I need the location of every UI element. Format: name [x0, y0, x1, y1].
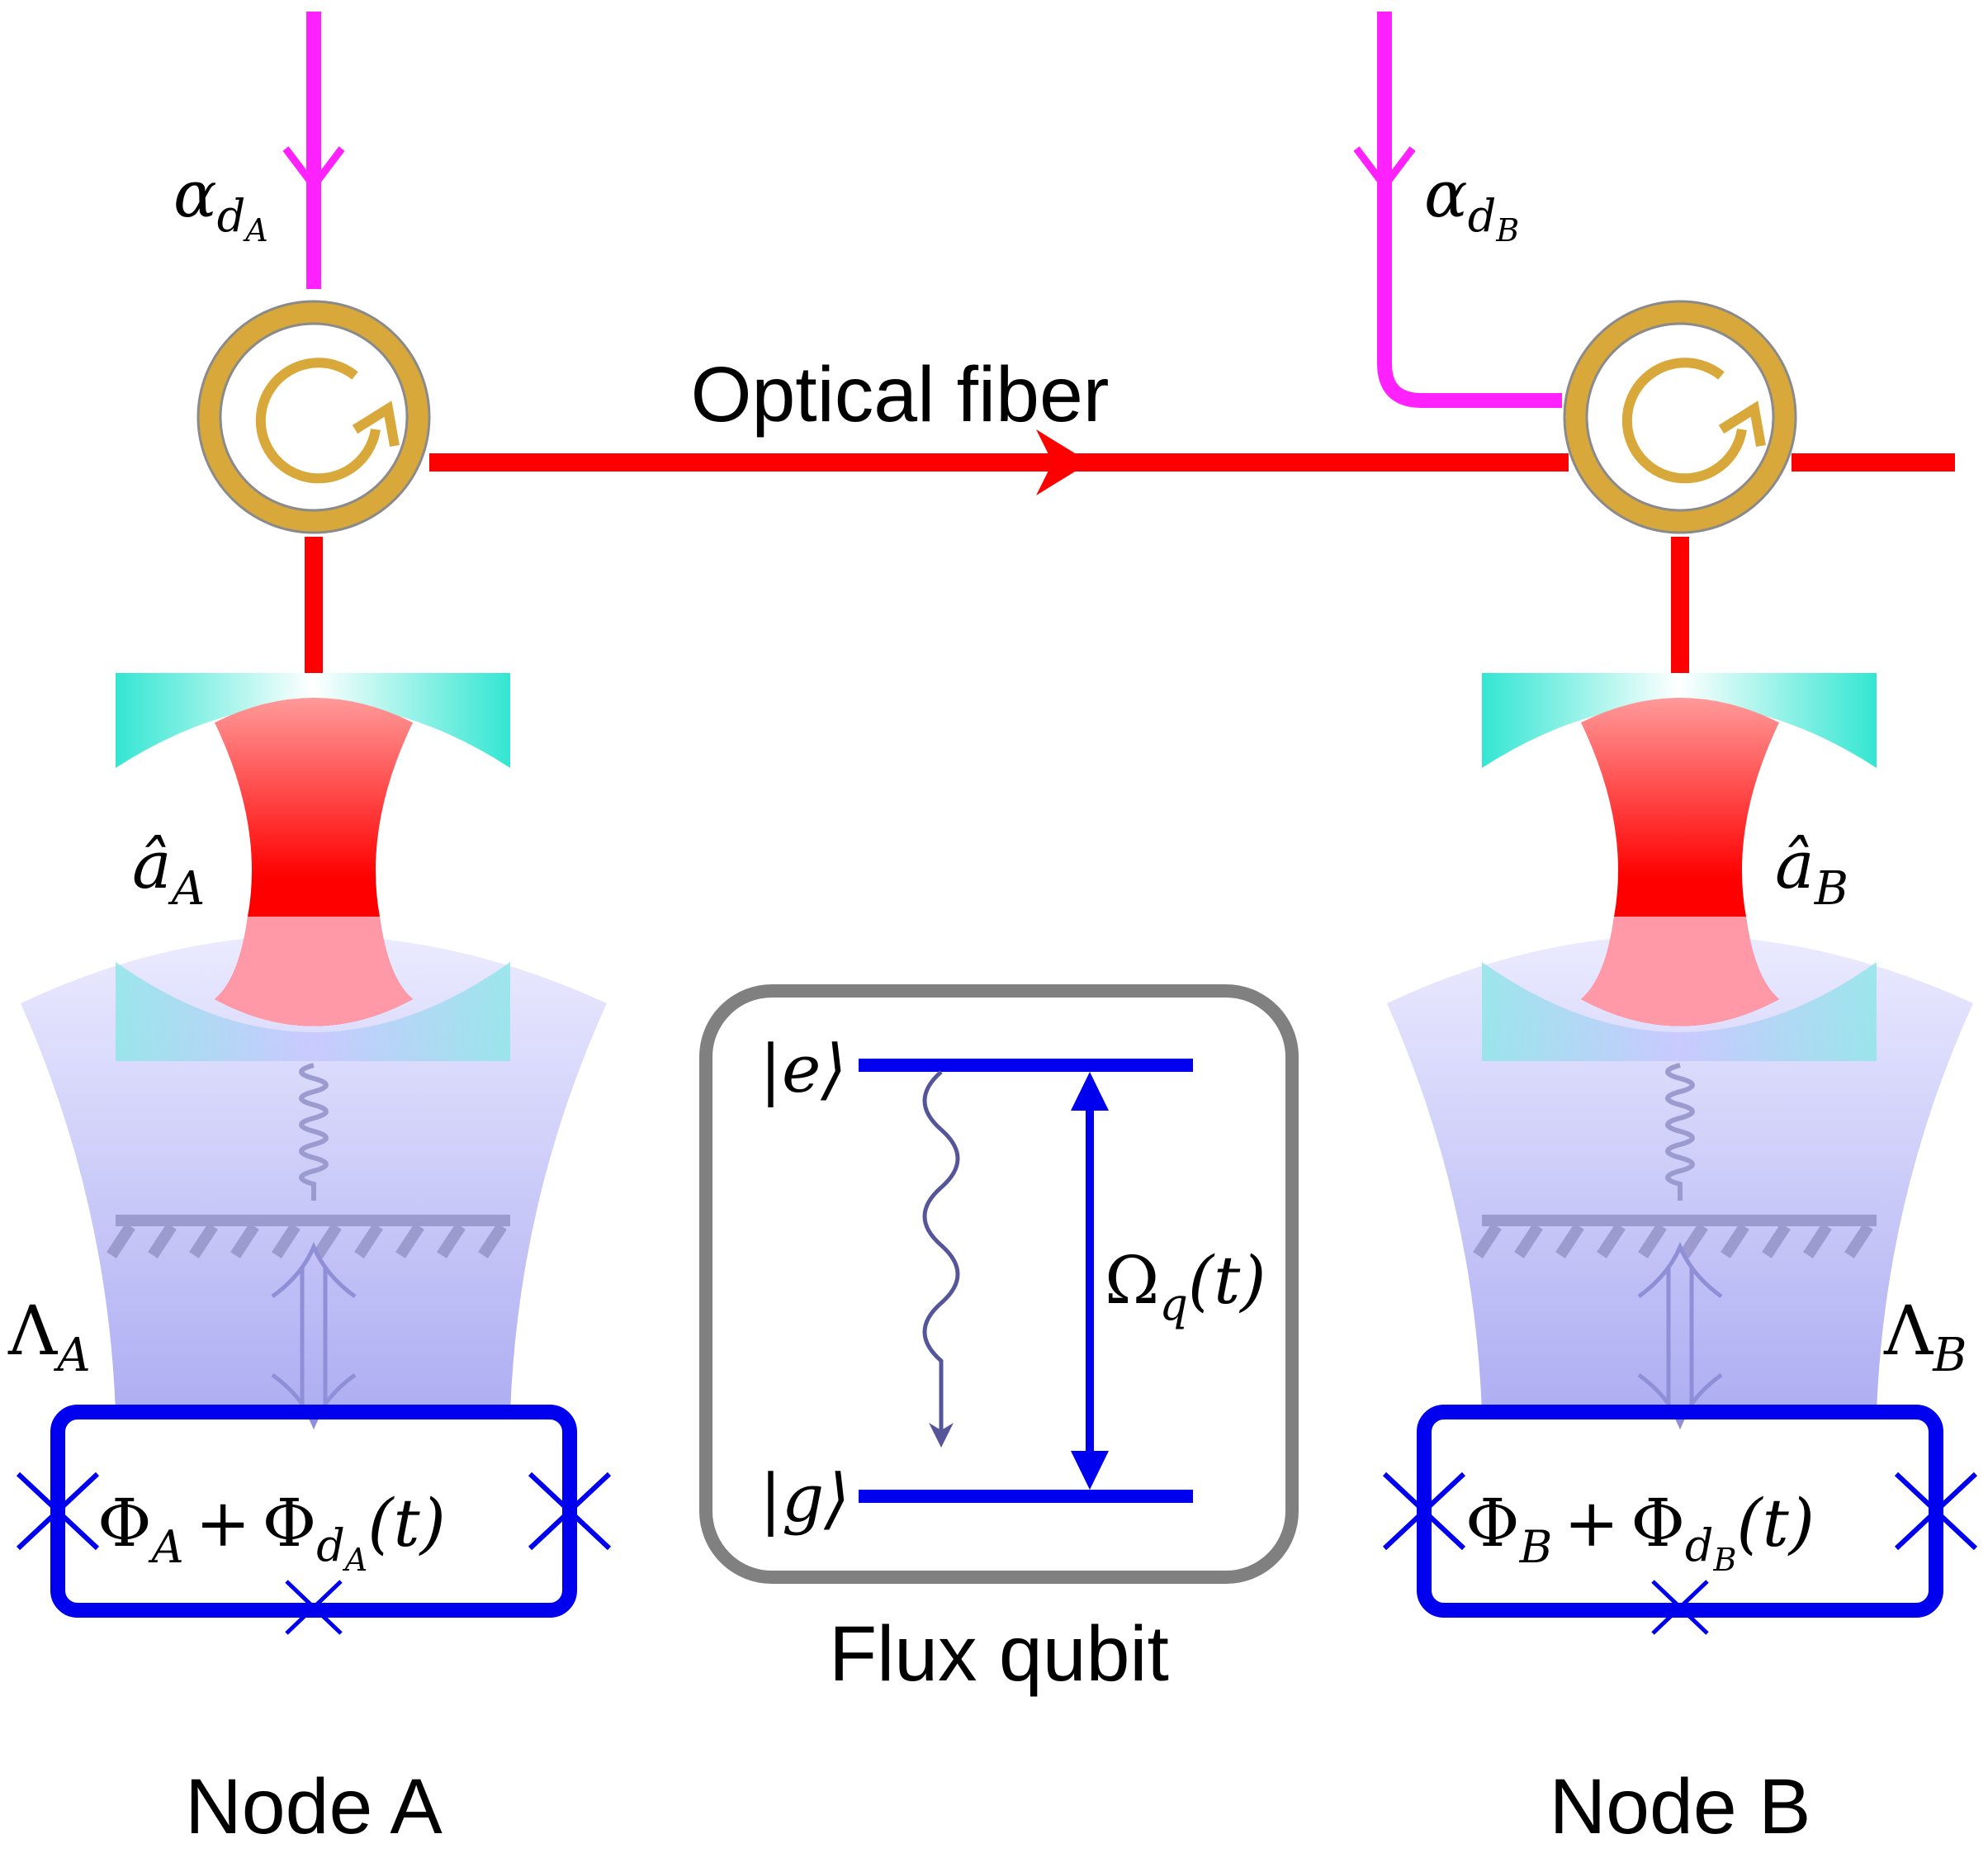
squid-loop-b [1382, 1405, 1978, 1635]
spring [1665, 1063, 1695, 1201]
drive-amplitude-a-label: αdA [173, 158, 268, 249]
mechanical-ground [1473, 1215, 1877, 1258]
circulator-b [1563, 300, 1797, 534]
squid-loop-a [16, 1405, 612, 1635]
drive-amplitude-b-label: αdB [1424, 158, 1519, 249]
optical-fiber [305, 429, 1955, 673]
bottom-mirror [1482, 962, 1877, 1061]
josephson-junction-icon [1382, 1472, 1466, 1551]
flux-bias-b-label: ΦB+ΦdB(t) [1465, 1485, 1815, 1578]
flux-bias-a-label: ΦA+ΦdA(t) [97, 1485, 446, 1578]
fiber-direction-arrow [1036, 429, 1090, 495]
flux-qubit-level-diagram [699, 984, 1299, 1584]
josephson-junction-icon [16, 1472, 100, 1551]
node-b-cavity [1387, 673, 1973, 1430]
node-a-cavity [21, 673, 607, 1430]
spring [299, 1063, 329, 1201]
cavity-field-lower [215, 917, 413, 1026]
drive-line-a [282, 12, 345, 289]
coupling-a-label: ΛA [7, 1292, 91, 1382]
node-a-label: Node A [185, 1763, 443, 1851]
excited-state-label: |e⟩ [760, 1031, 847, 1107]
coupling-double-arrow [1637, 1241, 1723, 1430]
josephson-junction-icon [528, 1472, 612, 1551]
bottom-mirror [116, 962, 510, 1061]
josephson-junction-icon [285, 1580, 343, 1635]
circulator-rotation-icon [255, 358, 400, 484]
flux-qubit-label: Flux qubit [829, 1610, 1169, 1698]
rabi-frequency-label: Ωq(t) [1105, 1242, 1266, 1330]
cavity-mode-a-label: âA [132, 827, 205, 916]
optical-fiber-label: Optical fiber [691, 351, 1110, 438]
josephson-junction-icon [1651, 1580, 1709, 1635]
cavity-field-lower [1581, 917, 1779, 1026]
top-mirror [1482, 673, 1877, 768]
node-b-label: Node B [1550, 1763, 1811, 1851]
circulator-a [196, 300, 431, 534]
josephson-junction-icon [1894, 1472, 1978, 1551]
drive-transition-arrow [1071, 1072, 1109, 1490]
top-mirror [116, 673, 510, 768]
coupling-b-label: ΛB [1883, 1292, 1967, 1382]
spontaneous-decay-arrow [922, 1070, 960, 1448]
circulator-rotation-icon [1621, 358, 1766, 484]
drive-line-b [1353, 12, 1562, 408]
coupling-double-arrow [271, 1241, 357, 1430]
mechanical-ground [106, 1215, 510, 1258]
cavity-mode-b-label: âB [1775, 827, 1848, 916]
ground-state-label: |g⟩ [760, 1460, 850, 1537]
